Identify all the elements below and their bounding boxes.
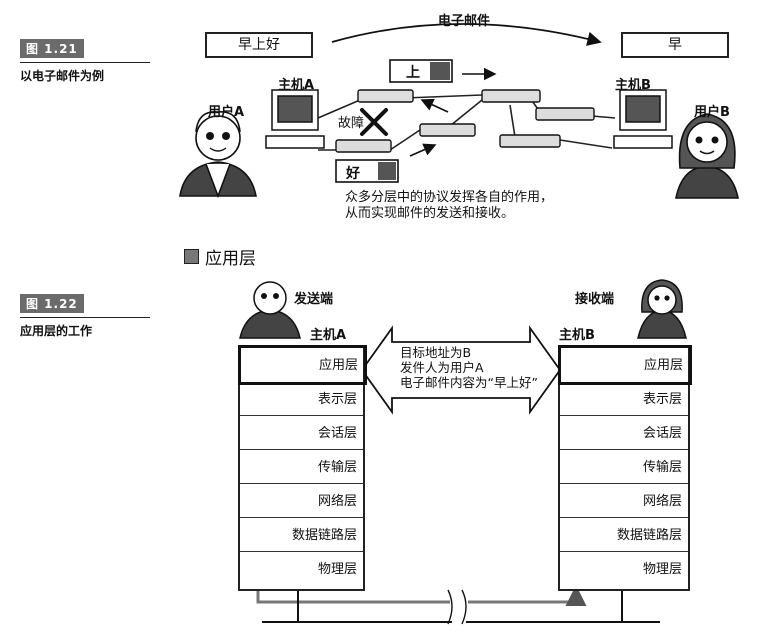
message-box-sender: 早上好: [205, 32, 313, 58]
layer-name: 会话层: [317, 426, 357, 441]
info-line-1: 目标地址为B: [400, 345, 472, 360]
layer-name: 表示层: [317, 392, 357, 407]
layer-name: 应用层: [318, 358, 358, 373]
layer-session: 会话层: [240, 416, 363, 450]
user-a-label: 用户A: [208, 105, 245, 120]
layer-physical: 物理层: [240, 552, 363, 585]
layer-name: 应用层: [643, 358, 683, 373]
layer-name: 数据链路层: [616, 528, 682, 543]
packet-2-text: 好: [346, 166, 360, 182]
layer-transport: 传输层: [560, 450, 688, 484]
layer-name: 传输层: [642, 460, 682, 475]
layer-physical: 物理层: [560, 552, 688, 585]
figure-22-tag: 图 1.22 应用层的工作: [20, 293, 150, 339]
email-label: 电子邮件: [438, 14, 491, 29]
layer-name: 物理层: [317, 562, 357, 577]
layer-presentation: 表示层: [240, 382, 363, 416]
info-line-2: 发件人为用户A: [400, 360, 484, 375]
sender-layer-stack: 应用层 表示层 会话层 传输层 网络层 数据链路层 物理层: [238, 345, 367, 591]
layer-name: 数据链路层: [291, 528, 357, 543]
layer-session: 会话层: [560, 416, 688, 450]
layer-network: 网络层: [560, 484, 688, 518]
receiver-label: 接收端: [575, 292, 615, 307]
layer-name: 会话层: [642, 426, 682, 441]
section-title: 应用层: [205, 249, 256, 269]
description-line-2: 从而实现邮件的发送和接收。: [345, 206, 515, 221]
packet-1-text: 上: [406, 65, 420, 81]
layer-application: 应用层: [238, 345, 367, 385]
layer-name: 表示层: [642, 392, 682, 407]
sender-label: 发送端: [294, 292, 334, 307]
layer-application: 应用层: [558, 345, 692, 385]
layer-name: 网络层: [317, 494, 357, 509]
fault-label: 故障: [338, 116, 365, 131]
layer-data-link: 数据链路层: [560, 518, 688, 552]
receiver-layer-stack: 应用层 表示层 会话层 传输层 网络层 数据链路层 物理层: [558, 345, 692, 591]
layer-name: 网络层: [642, 494, 682, 509]
layer-transport: 传输层: [240, 450, 363, 484]
host-b-label: 主机B: [615, 78, 651, 93]
layer-presentation: 表示层: [560, 382, 688, 416]
figure-caption: 以电子邮件为例: [20, 62, 150, 84]
info-line-3: 电子邮件内容为“早上好”: [400, 375, 538, 390]
layer-data-link: 数据链路层: [240, 518, 363, 552]
stack-host-b-label: 主机B: [559, 328, 595, 343]
figure-21-tag: 图 1.21 以电子邮件为例: [20, 38, 150, 84]
figure-number: 图 1.21: [20, 39, 84, 58]
layer-network: 网络层: [240, 484, 363, 518]
layer-name: 传输层: [317, 460, 357, 475]
figure-number: 图 1.22: [20, 294, 84, 313]
figure-caption: 应用层的工作: [20, 317, 150, 339]
description-line-1: 众多分层中的协议发挥各自的作用，: [345, 190, 554, 205]
user-b-label: 用户B: [694, 105, 730, 120]
message-box-receiver: 早: [621, 32, 729, 58]
host-a-label: 主机A: [278, 78, 315, 93]
layer-name: 物理层: [642, 562, 682, 577]
section-square-icon: [184, 249, 199, 264]
stack-host-a-label: 主机A: [310, 328, 347, 343]
